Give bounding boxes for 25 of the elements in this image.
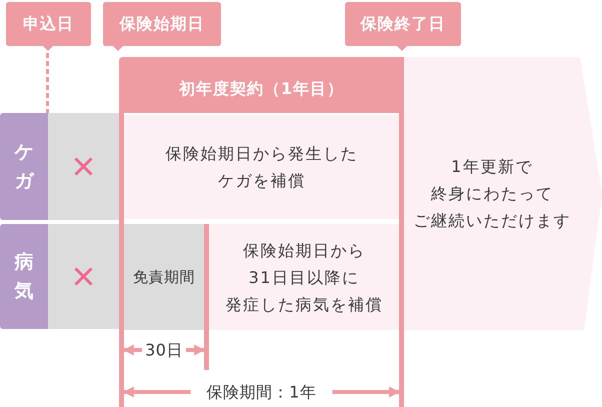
coverage-text: 保険始期日から31日目以降に発症した病気を補償 [225, 240, 383, 316]
date-label: 保険終了日 [360, 14, 446, 34]
date-label: 保険始期日 [120, 14, 204, 34]
contract-period-panel [119, 57, 404, 407]
period-text: 免責期間 [133, 268, 195, 286]
coverage-cell [209, 224, 399, 330]
date-tag [103, 2, 221, 52]
dimension-label: 保険期間：1年 [206, 382, 316, 402]
row-header-text: 病気 [14, 250, 34, 304]
row-header-text: ケガ [14, 140, 34, 194]
date-label: 申込日 [23, 14, 74, 34]
coverage-text: 保険始期日から発生したケガを補償 [165, 143, 358, 192]
dashed-line [46, 53, 49, 113]
date-tag [345, 2, 461, 52]
renewal-arrow-shape [404, 57, 602, 330]
not-covered-cell [48, 224, 119, 329]
exclusion-period-cell [124, 224, 204, 330]
not-covered-cell [48, 113, 119, 220]
panel-heading: 初年度契約（1年目） [178, 78, 344, 98]
coverage-cell [124, 115, 399, 219]
row-header [0, 113, 48, 220]
row-header [0, 224, 48, 329]
date-tag [6, 2, 91, 52]
dimension-label: 30日 [145, 340, 183, 360]
renewal-text: 1年更新で終身にわたってご継続いただけます [413, 156, 571, 232]
